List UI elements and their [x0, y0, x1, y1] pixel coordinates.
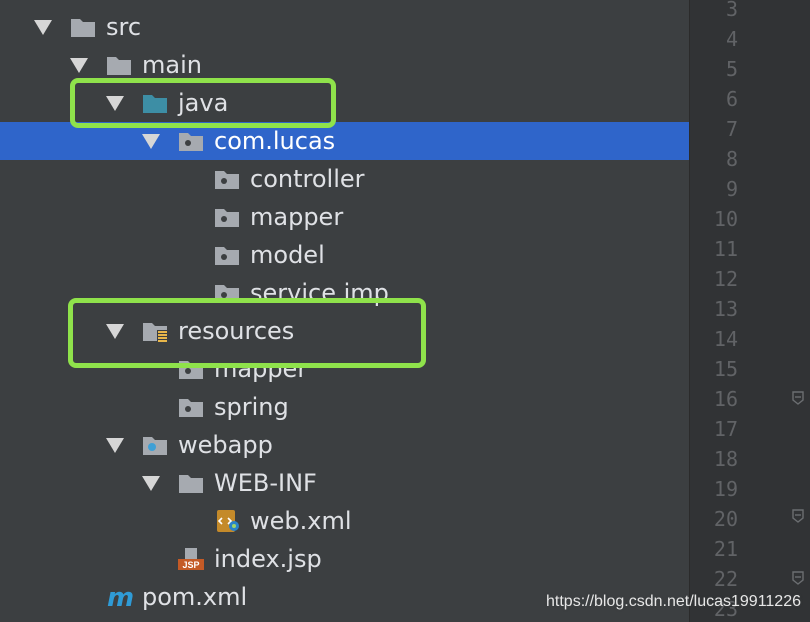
tree-row-main[interactable]: main — [0, 46, 689, 84]
line-number: 5 — [725, 57, 738, 81]
chevron-down-icon[interactable] — [142, 476, 160, 491]
tree-row-web-inf[interactable]: WEB-INF — [0, 464, 689, 502]
folder-icon — [178, 472, 204, 494]
line-number: 18 — [713, 447, 738, 471]
line-number: 9 — [725, 177, 738, 201]
tree-row-com-lucas[interactable]: com.lucas — [0, 122, 689, 160]
tree-row-mapper[interactable]: mapper — [0, 198, 689, 236]
package-icon — [178, 396, 204, 418]
watermark: https://blog.csdn.net/lucas19911226 — [546, 593, 801, 610]
tree-row-mapper[interactable]: mapper — [0, 350, 689, 388]
tree-row-webapp[interactable]: webapp — [0, 426, 689, 464]
line-number: 8 — [725, 147, 738, 171]
package-icon — [214, 244, 240, 266]
tree-node-label: webapp — [178, 431, 273, 459]
chevron-down-icon[interactable] — [142, 134, 160, 149]
tree-row-index-jsp[interactable]: JSP index.jsp — [0, 540, 689, 578]
tree-node-label: src — [106, 13, 142, 41]
line-number: 10 — [713, 207, 738, 231]
chevron-down-icon[interactable] — [106, 438, 124, 453]
tree-node-label: mapper — [214, 355, 308, 383]
line-number: 17 — [713, 417, 738, 441]
tree-node-label: WEB-INF — [214, 469, 317, 497]
fold-marker-icon[interactable] — [792, 508, 804, 523]
chevron-down-icon[interactable] — [106, 324, 124, 339]
resources-root-folder-icon — [142, 320, 168, 342]
tree-row-spring[interactable]: spring — [0, 388, 689, 426]
web-folder-icon — [142, 434, 168, 456]
tree-row-java[interactable]: java — [0, 84, 689, 122]
highlight-box-java — [70, 78, 336, 128]
line-number: 11 — [713, 237, 738, 261]
fold-marker-icon[interactable] — [792, 570, 804, 585]
tree-node-label: java — [178, 89, 229, 117]
chevron-down-icon[interactable] — [34, 20, 52, 35]
line-number: 20 — [713, 507, 738, 531]
tree-node-label: index.jsp — [214, 545, 322, 573]
source-root-folder-icon — [142, 92, 168, 114]
tree-node-label: mapper — [250, 203, 344, 231]
line-number: 19 — [713, 477, 738, 501]
tree-row-controller[interactable]: controller — [0, 160, 689, 198]
package-icon — [214, 206, 240, 228]
line-number: 15 — [713, 357, 738, 381]
line-number: 7 — [725, 117, 738, 141]
tree-row-src[interactable]: src — [0, 8, 689, 46]
tree-node-label: model — [250, 241, 325, 269]
tree-node-label: pom.xml — [142, 583, 248, 611]
line-number: 23 — [713, 597, 738, 621]
folder-icon — [70, 16, 96, 38]
tree-node-label: resources — [178, 317, 295, 345]
tree-node-label: main — [142, 51, 202, 79]
line-number: 14 — [713, 327, 738, 351]
editor-line-gutter: 3 4 5 6 7 8 9 10 11 12 13 14 15 16 17 18 19 20 21 22 23 — [689, 0, 810, 622]
tree-node-label: controller — [250, 165, 365, 193]
tree-row-web-xml[interactable]: web.xml — [0, 502, 689, 540]
tree-node-label: web.xml — [250, 507, 352, 535]
fold-marker-icon[interactable] — [792, 390, 804, 405]
tree-node-label: com.lucas — [214, 127, 336, 155]
line-number: 16 — [713, 387, 738, 411]
chevron-down-icon[interactable] — [70, 58, 88, 73]
line-number: 21 — [713, 537, 738, 561]
maven-pom-icon: m — [106, 584, 134, 610]
tree-node-label: spring — [214, 393, 289, 421]
package-icon — [178, 130, 204, 152]
line-number: 22 — [713, 567, 738, 591]
chevron-down-icon[interactable] — [106, 96, 124, 111]
jsp-file-icon: JSP — [178, 548, 204, 570]
line-number: 3 — [725, 0, 738, 21]
highlight-box-resources — [68, 298, 426, 368]
line-number: 13 — [713, 297, 738, 321]
line-number: 12 — [713, 267, 738, 291]
folder-icon — [106, 54, 132, 76]
line-number: 4 — [725, 27, 738, 51]
svg-text:m: m — [107, 584, 134, 610]
tree-row-model[interactable]: model — [0, 236, 689, 274]
tree-row-pom-xml[interactable]: m pom.xml — [0, 578, 689, 616]
xml-file-icon — [214, 510, 240, 532]
svg-text:JSP: JSP — [182, 560, 199, 570]
line-number: 6 — [725, 87, 738, 111]
tree-row-resources[interactable]: resources — [0, 312, 689, 350]
package-icon — [214, 168, 240, 190]
